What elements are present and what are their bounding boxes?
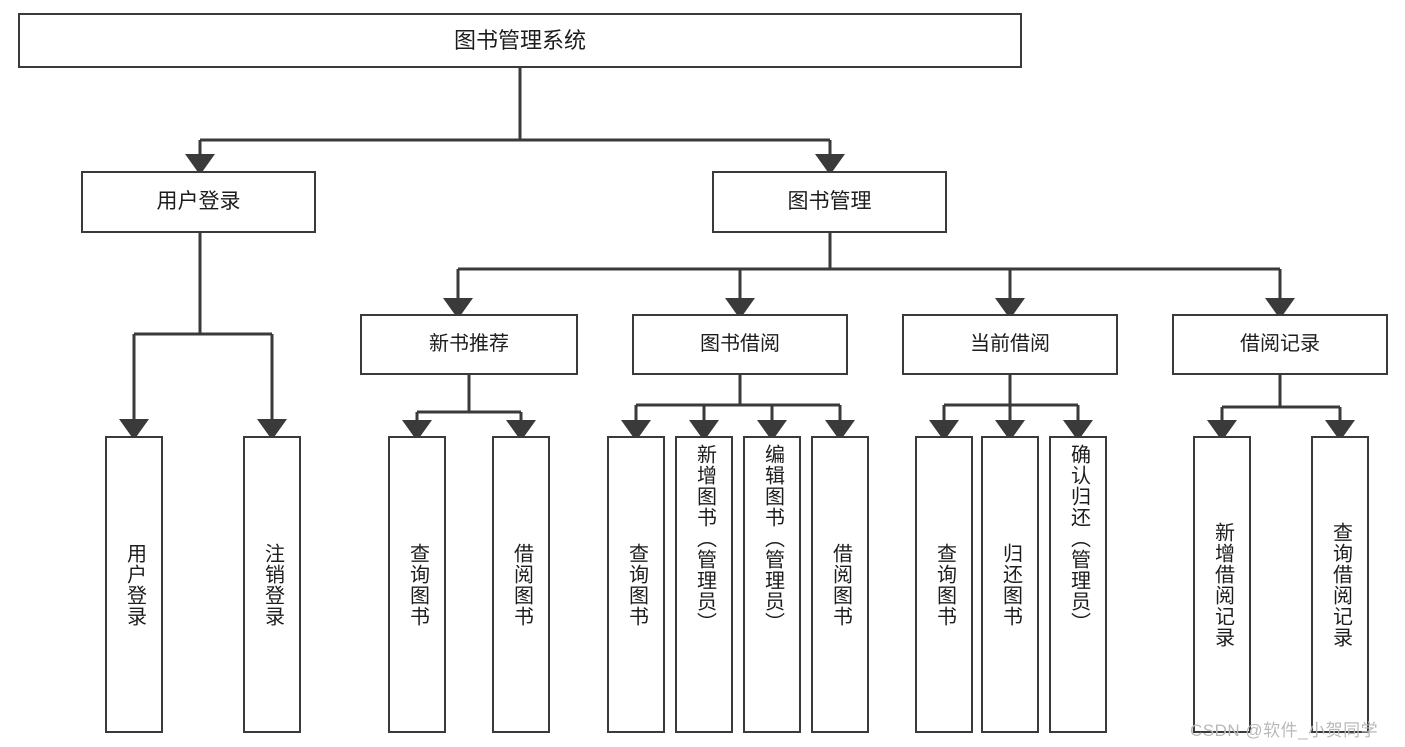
leaf-query-book-borrow[interactable]: 查询图书 [607,436,665,733]
leaf-borrow-book-recommend[interactable]: 借阅图书 [492,436,550,733]
leaf-user-logout[interactable]: 注销登录 [243,436,301,733]
leaf-user-login[interactable]: 用户登录 [105,436,163,733]
node-user-login[interactable]: 用户登录 [81,171,316,233]
node-book-management[interactable]: 图书管理 [712,171,947,233]
leaf-add-book-admin[interactable]: 新增图书（管理员） [675,436,733,733]
leaf-return-book[interactable]: 归还图书 [981,436,1039,733]
node-new-book-recommend[interactable]: 新书推荐 [360,314,578,375]
leaf-query-borrow-record[interactable]: 查询借阅记录 [1311,436,1369,733]
node-book-borrow[interactable]: 图书借阅 [632,314,848,375]
node-root[interactable]: 图书管理系统 [18,13,1022,68]
node-current-borrow[interactable]: 当前借阅 [902,314,1118,375]
leaf-add-borrow-record[interactable]: 新增借阅记录 [1193,436,1251,733]
watermark-text: CSDN @软件_小贺同学 [1190,721,1379,740]
node-borrow-record[interactable]: 借阅记录 [1172,314,1388,375]
leaf-borrow-book[interactable]: 借阅图书 [811,436,869,733]
leaf-confirm-return-admin[interactable]: 确认归还（管理员） [1049,436,1107,733]
leaf-query-book-current[interactable]: 查询图书 [915,436,973,733]
leaf-query-book-recommend[interactable]: 查询图书 [388,436,446,733]
leaf-edit-book-admin[interactable]: 编辑图书（管理员） [743,436,801,733]
